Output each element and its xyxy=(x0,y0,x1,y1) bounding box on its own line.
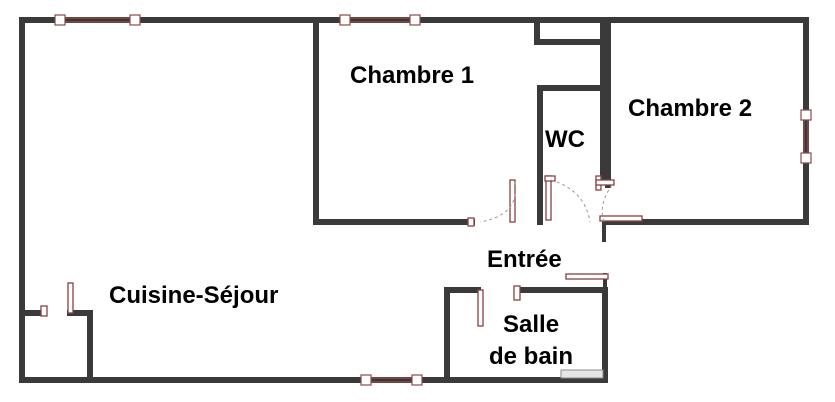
cupboard-walls xyxy=(19,310,93,383)
door-chambre-1-leaf xyxy=(509,179,516,223)
room-label-entree: Entrée xyxy=(487,246,562,273)
door-entree-leaf xyxy=(565,273,609,280)
window-top-chambre-1 xyxy=(339,14,421,26)
room-label-chambre-2: Chambre 2 xyxy=(628,95,753,122)
door-cupboard-stop xyxy=(40,305,48,317)
window-chambre-1-frame-a xyxy=(339,14,351,26)
door-chambre-1 xyxy=(467,179,517,227)
window-bottom-sejour xyxy=(360,374,423,386)
door-cupboard xyxy=(40,282,74,317)
room-label-salle-de-bain-line1: Salle xyxy=(503,311,560,338)
window-bottom-frame-b xyxy=(411,374,423,386)
window-chambre-2-frame-b xyxy=(800,152,812,164)
door-chambre-2 xyxy=(595,175,643,223)
door-wc-leaf xyxy=(545,175,552,221)
door-cupboard-leaf xyxy=(67,282,74,314)
room-label-cuisine-sejour: Cuisine-Séjour xyxy=(109,282,279,309)
chambre-2-walls xyxy=(602,17,809,242)
window-right-chambre-2 xyxy=(800,109,812,164)
door-chambre-2-head xyxy=(595,179,615,186)
window-chambre-2-frame-a xyxy=(800,109,812,121)
door-wc xyxy=(544,175,591,223)
room-label-chambre-1: Chambre 1 xyxy=(350,62,475,89)
chambre-1-walls xyxy=(313,17,606,225)
window-top-left xyxy=(54,14,141,26)
door-entree xyxy=(565,273,609,280)
bathroom-vent xyxy=(560,369,604,379)
window-top-left-frame-a xyxy=(54,14,66,26)
window-bottom-frame-a xyxy=(360,374,372,386)
door-chambre-2-sill xyxy=(599,215,643,222)
door-chambre-1-stop xyxy=(467,217,475,227)
door-wc-head xyxy=(544,175,556,182)
room-label-salle-de-bain-line2: de bain xyxy=(489,343,574,370)
door-salle-de-bain xyxy=(477,285,521,327)
wc-walls xyxy=(537,17,606,225)
window-chambre-1-frame-b xyxy=(409,14,421,26)
room-label-wc: WC xyxy=(545,126,585,153)
window-top-left-frame-b xyxy=(129,14,141,26)
door-sdb-stop xyxy=(513,285,521,301)
door-sdb-leaf xyxy=(477,289,484,327)
